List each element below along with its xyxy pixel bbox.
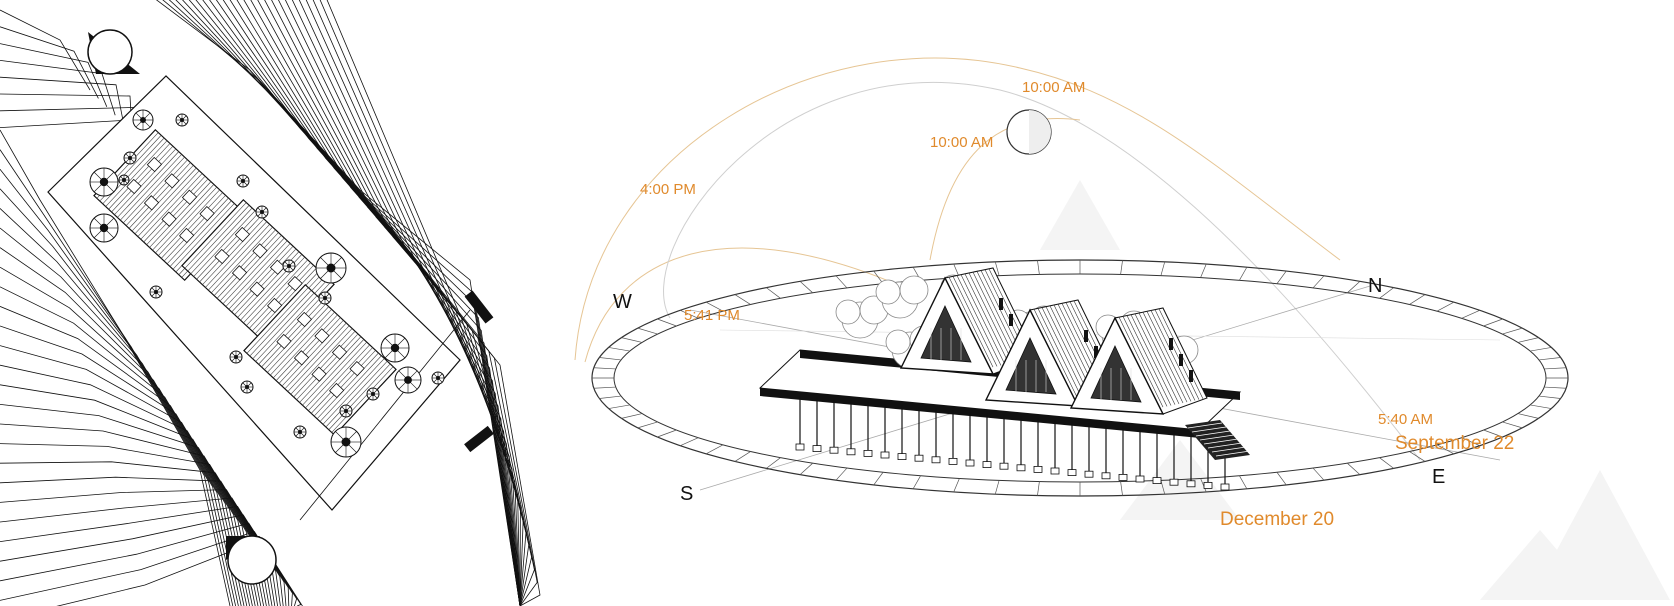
tree-icon: [132, 109, 154, 131]
tree-icon: [318, 291, 332, 305]
site-plan: [0, 0, 541, 606]
tree-icon: [431, 371, 445, 385]
contour-line: [0, 227, 245, 606]
contour-line: [0, 497, 287, 606]
contour-line: [0, 76, 124, 124]
contour-line: [0, 443, 276, 606]
ring-ticks: [592, 260, 1568, 496]
direction-east: E: [1432, 466, 1446, 488]
contour-line: [215, 0, 521, 606]
contour-line: [0, 522, 298, 606]
tree-icon: [315, 252, 347, 284]
contour-line: [0, 26, 99, 99]
date-label-december: December 20: [1220, 509, 1335, 530]
direction-north: N: [1368, 275, 1383, 297]
tree-icon: [229, 350, 243, 364]
tree-icon: [149, 285, 163, 299]
contour-line: [0, 461, 278, 606]
side-marker-icon: [464, 290, 494, 324]
sun-path-diagram: [574, 57, 1670, 600]
time-label-541pm: 5:41 PM: [684, 307, 740, 324]
contour-line: [0, 514, 293, 606]
time-label-1000-mid: 10:00 AM: [930, 134, 994, 151]
tree-icon: [255, 205, 269, 219]
contour-line: [0, 208, 242, 606]
tree-icon: [380, 333, 410, 363]
contour-line: [202, 0, 521, 606]
time-label-400pm: 4:00 PM: [640, 181, 696, 198]
contour-line: [236, 0, 521, 606]
side-marker-icon: [464, 425, 494, 453]
contour-line: [0, 9, 91, 91]
contour-line: [162, 0, 521, 606]
tree-icon: [118, 174, 130, 186]
a-frame-cabin: [1069, 307, 1208, 415]
contour-line: [229, 0, 521, 606]
contour-line: [0, 489, 284, 606]
iso-tree: [835, 295, 889, 339]
tree-icon: [282, 259, 296, 273]
sun-marker-top-icon: [87, 29, 140, 75]
contour-line: [0, 531, 302, 606]
contour-line: [326, 0, 541, 606]
tree-icon: [240, 380, 254, 394]
tree-icon: [89, 213, 119, 243]
cabin-roofs: [93, 128, 397, 437]
contour-line: [0, 364, 264, 606]
tree-icon: [123, 151, 137, 165]
tree-icon: [394, 366, 422, 394]
direction-south: S: [680, 483, 694, 505]
tree-icon: [293, 425, 307, 439]
cabin-roof: [243, 283, 397, 437]
tree-icon: [330, 426, 362, 458]
time-label-540am: 5:40 AM: [1378, 411, 1434, 428]
time-label-1000-top: 10:00 AM: [1022, 79, 1086, 96]
direction-west: W: [613, 291, 632, 313]
cabins-isometric: [758, 267, 1251, 491]
sun-marker-bottom-icon: [226, 535, 277, 585]
sun-icon: [1006, 109, 1052, 155]
trees: [89, 109, 445, 458]
contour-line: [0, 476, 281, 606]
tree-icon: [366, 387, 380, 401]
tree-icon: [175, 113, 189, 127]
date-label-september: September 22: [1395, 433, 1515, 454]
iso-tree: [875, 275, 929, 319]
contour-line: [222, 0, 521, 606]
contour-line: [0, 188, 239, 606]
contour-line: [0, 43, 108, 107]
tree-icon: [236, 174, 250, 188]
contour-line: [0, 168, 236, 606]
tree-icon: [89, 167, 119, 197]
tree-icon: [339, 404, 353, 418]
contour-line: [0, 505, 290, 606]
